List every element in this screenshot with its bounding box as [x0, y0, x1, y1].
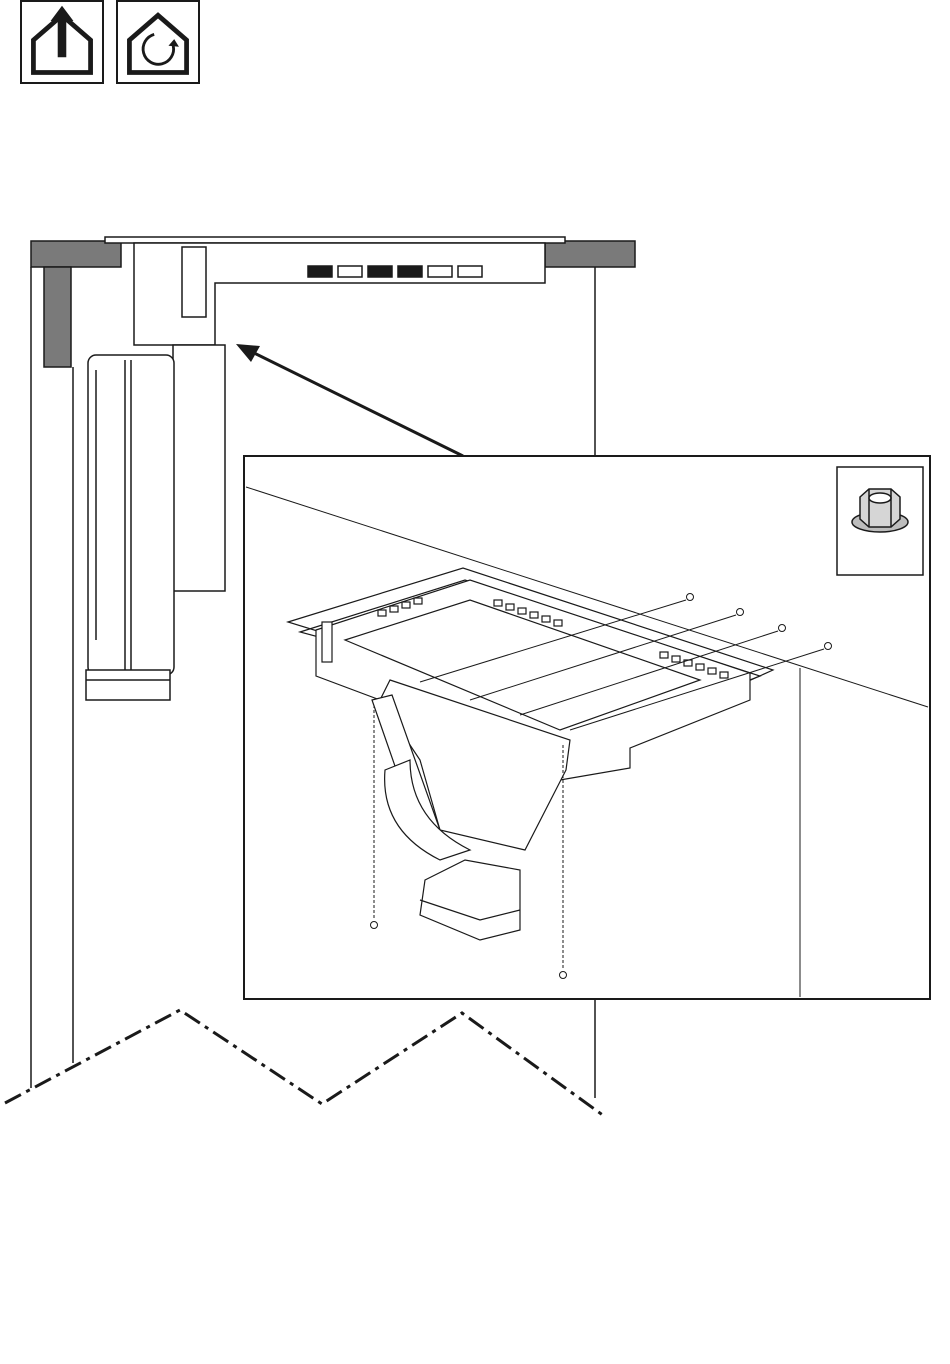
- nut-5: [371, 922, 378, 929]
- vent-slot-1: [308, 266, 332, 277]
- nut-6: [560, 972, 567, 979]
- hob-label: [182, 247, 206, 317]
- nut-1: [687, 594, 694, 601]
- hob-glass: [105, 237, 565, 243]
- vent-slot-6: [458, 266, 482, 277]
- vent-slot-2: [338, 266, 362, 277]
- worktop-left: [31, 241, 121, 267]
- worktop-right: [545, 241, 635, 267]
- duct-outlet: [86, 670, 170, 700]
- break-line: [5, 1010, 604, 1116]
- nut-3: [779, 625, 786, 632]
- nut-4: [825, 643, 832, 650]
- detail-pointer-arrow: [236, 344, 463, 456]
- vent-slot-5: [428, 266, 452, 277]
- detail-view: [244, 456, 930, 999]
- vent-slot-3: [368, 266, 392, 277]
- cabinet-front-edge: [44, 267, 71, 367]
- fan-motor: [173, 345, 225, 591]
- vent-slot-4: [398, 266, 422, 277]
- nut-2: [737, 609, 744, 616]
